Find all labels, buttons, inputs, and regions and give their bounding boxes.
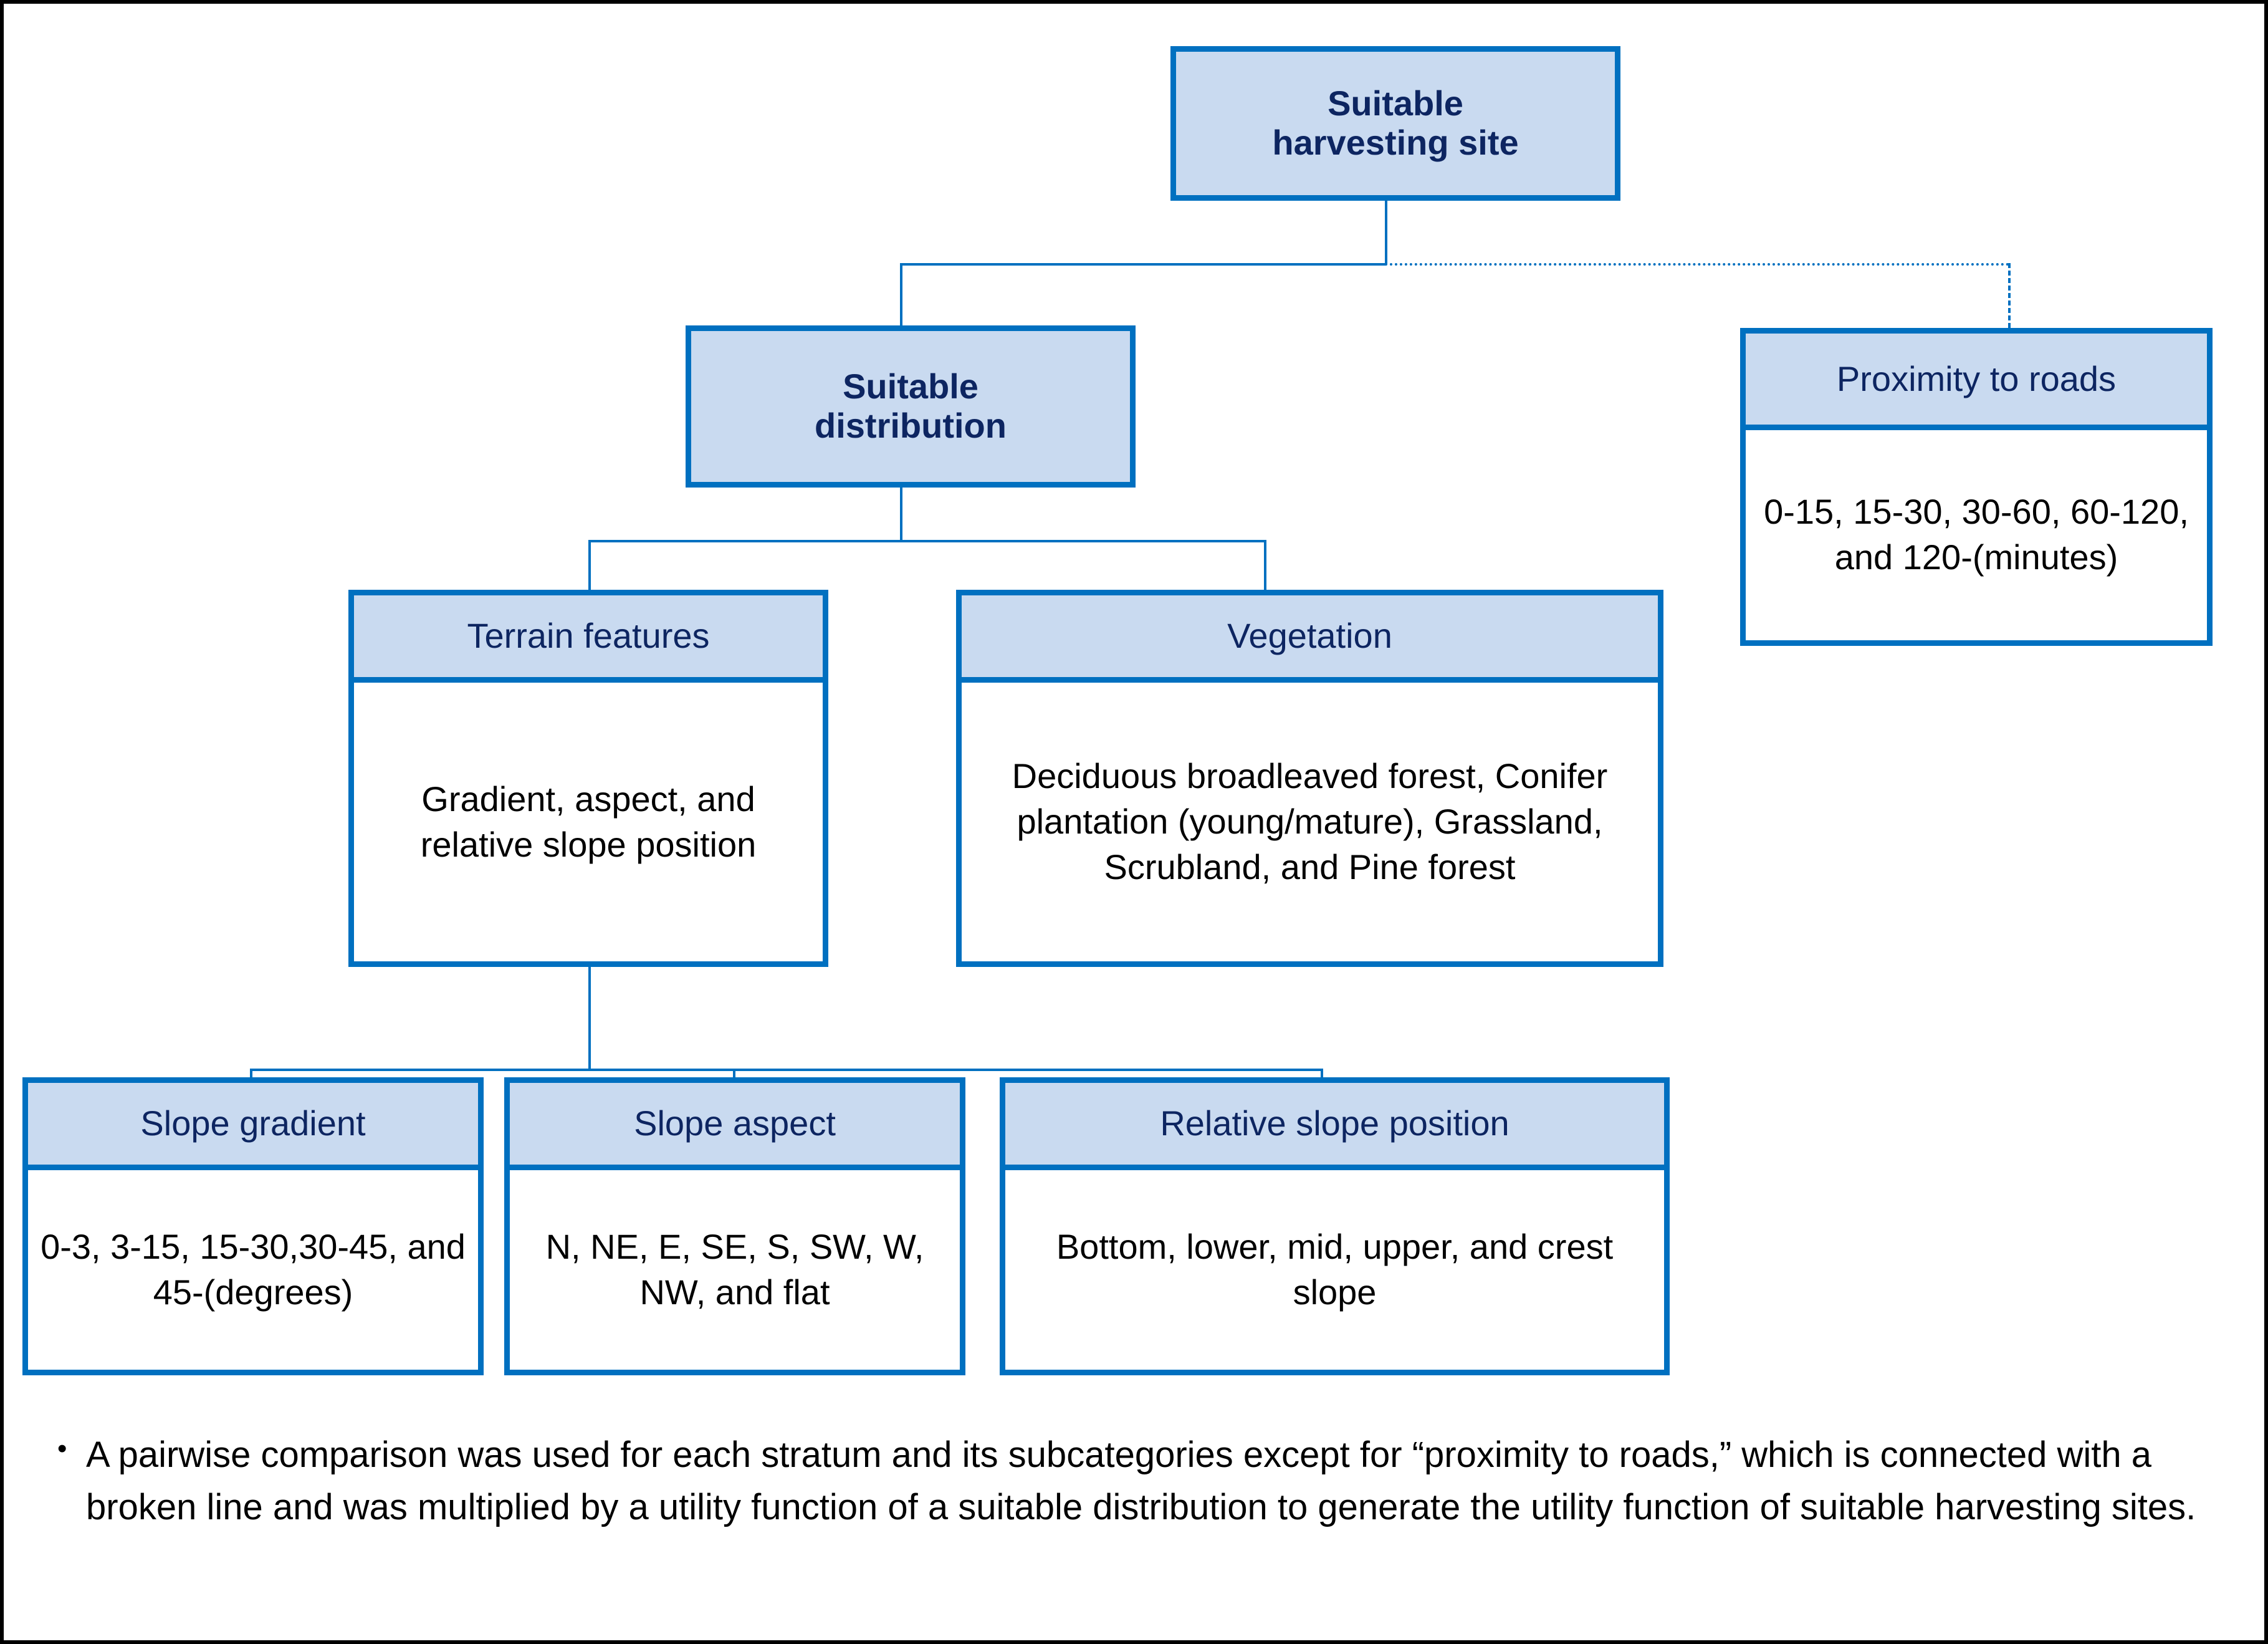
node-vegetation-header: Vegetation [962,595,1658,683]
node-relative-slope-position[interactable]: Relative slope position Bottom, lower, m… [1000,1077,1670,1375]
node-slope-gradient[interactable]: Slope gradient 0-3, 3-15, 15-30,30-45, a… [22,1077,484,1375]
node-slope-aspect-body: N, NE, E, SE, S, SW, W, NW, and flat [545,1227,924,1312]
connector-distribution-drop [900,263,902,325]
node-terrain-features[interactable]: Terrain features Gradient, aspect, and r… [348,590,828,967]
connector-terrain-stem [588,967,591,1070]
node-suitable-distribution[interactable]: Suitable distribution [686,325,1136,488]
connector-distribution-stem [900,487,902,541]
node-terrain-features-body: Gradient, aspect, and relative slope pos… [420,779,757,864]
connector-terrain-drop [588,540,591,590]
distribution-title-line1: Suitable [843,367,978,406]
node-slope-aspect-header: Slope aspect [510,1083,960,1170]
node-suitable-harvesting-site-title: Suitable harvesting site [1176,52,1615,195]
node-vegetation-body: Deciduous broadleaved forest, Conifer pl… [1012,756,1608,887]
footnote: • A pairwise comparison was used for eac… [57,1429,2226,1534]
root-title-line2: harvesting site [1272,123,1519,162]
connector-level2-horizontal [588,540,1266,542]
node-slope-aspect[interactable]: Slope aspect N, NE, E, SE, S, SW, W, NW,… [504,1077,965,1375]
node-suitable-harvesting-site[interactable]: Suitable harvesting site [1170,46,1620,201]
connector-level3-horizontal [250,1069,1323,1071]
node-suitable-distribution-title: Suitable distribution [691,331,1130,482]
connector-root-to-distribution-horizontal [900,263,1386,266]
node-relative-slope-position-body: Bottom, lower, mid, upper, and crest slo… [1056,1227,1614,1312]
node-relative-slope-position-header: Relative slope position [1005,1083,1664,1170]
footnote-text: A pairwise comparison was used for each … [86,1435,2196,1528]
connector-vegetation-drop [1264,540,1266,590]
connector-proximity-dashed-drop [2008,263,2011,328]
node-terrain-features-header: Terrain features [354,595,823,683]
node-proximity-to-roads-header: Proximity to roads [1746,334,2207,430]
node-proximity-to-roads-body: 0-15, 15-30, 30-60, 60-120, and 120-(min… [1764,492,2189,577]
footnote-bullet: • [57,1433,67,1464]
node-slope-gradient-body: 0-3, 3-15, 15-30,30-45, and 45-(degrees) [41,1227,466,1312]
connector-root-to-proximity-dotted-horizontal [1385,263,2009,266]
node-vegetation[interactable]: Vegetation Deciduous broadleaved forest,… [956,590,1663,967]
node-proximity-to-roads[interactable]: Proximity to roads 0-15, 15-30, 30-60, 6… [1740,328,2213,646]
distribution-title-line2: distribution [815,406,1007,445]
node-slope-gradient-header: Slope gradient [28,1083,478,1170]
connector-root-stem [1385,200,1387,264]
root-title-line1: Suitable [1328,84,1463,123]
